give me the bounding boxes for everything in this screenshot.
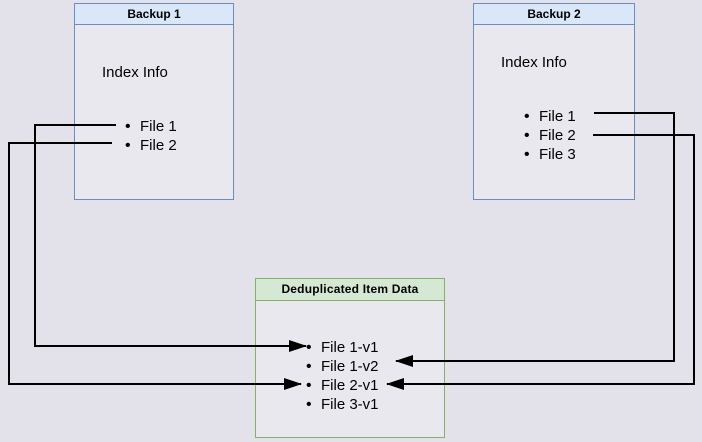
backup1-box: Backup 1 Index Info File 1 File 2 xyxy=(74,3,234,200)
backup1-index-info-label: Index Info xyxy=(102,64,168,81)
backup2-box: Backup 2 Index Info File 1 File 2 File 3 xyxy=(473,3,635,200)
backup1-title: Backup 1 xyxy=(75,4,233,25)
list-item: File 3-v1 xyxy=(256,395,444,414)
list-item: File 1-v2 xyxy=(256,357,444,376)
list-item: File 2 xyxy=(474,126,634,145)
list-item: File 1 xyxy=(474,107,634,126)
dedup-item-list: File 1-v1 File 1-v2 File 2-v1 File 3-v1 xyxy=(256,338,444,414)
list-item: File 1 xyxy=(75,117,233,136)
deduplicated-item-data-box: Deduplicated Item Data File 1-v1 File 1-… xyxy=(255,278,445,438)
list-item: File 1-v1 xyxy=(256,338,444,357)
backup2-title: Backup 2 xyxy=(474,4,634,25)
dedup-title: Deduplicated Item Data xyxy=(256,279,444,301)
backup1-file-list: File 1 File 2 xyxy=(75,117,233,155)
backup2-index-info-label: Index Info xyxy=(501,54,567,71)
list-item: File 3 xyxy=(474,145,634,164)
list-item: File 2 xyxy=(75,136,233,155)
backup2-file-list: File 1 File 2 File 3 xyxy=(474,107,634,164)
list-item: File 2-v1 xyxy=(256,376,444,395)
